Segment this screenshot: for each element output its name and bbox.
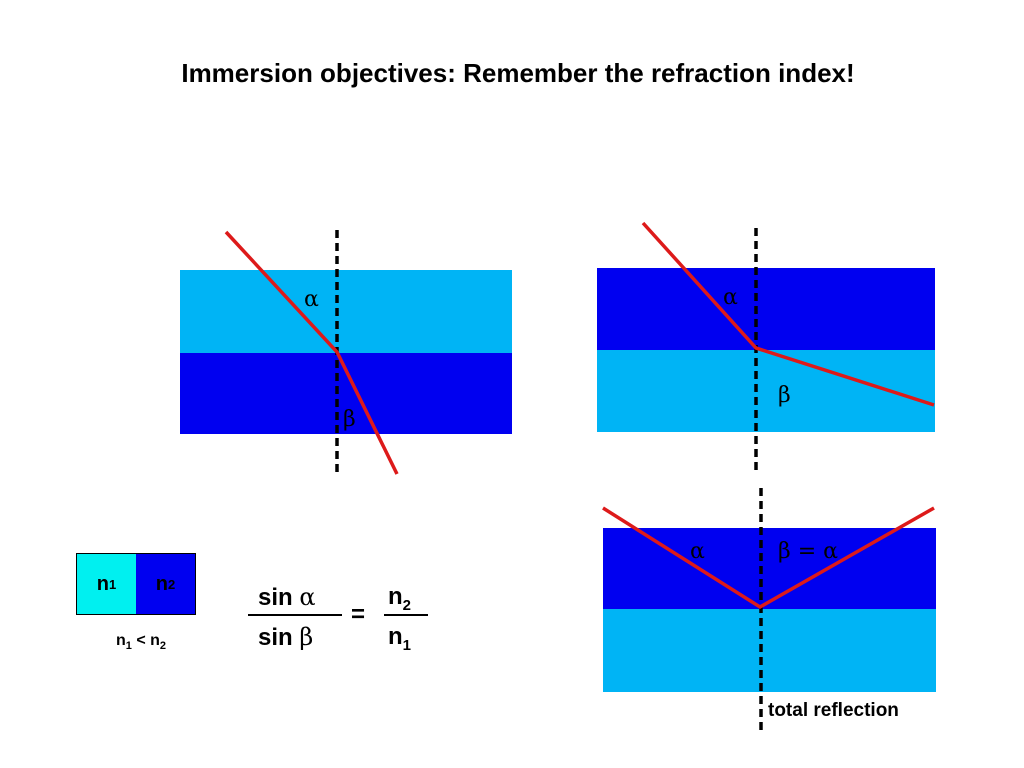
medium-lower-n1 bbox=[603, 609, 936, 692]
index-relation: n1 < n2 bbox=[86, 632, 196, 652]
angle-alpha-label: α bbox=[723, 285, 738, 310]
formula-denominator-left: sin β bbox=[258, 623, 314, 651]
formula-denominator-right: n1 bbox=[388, 623, 412, 654]
relation-left-sub: 1 bbox=[125, 640, 132, 653]
angle-alpha-label: α bbox=[304, 287, 319, 312]
page-title: Immersion objectives: Remember the refra… bbox=[181, 58, 855, 88]
formula-beta: β bbox=[299, 623, 314, 651]
light-ray bbox=[224, 230, 399, 475]
formula-alpha: α bbox=[299, 583, 316, 611]
angle-alpha-label: α bbox=[690, 539, 705, 564]
medium-upper-n2 bbox=[597, 268, 935, 350]
angle-beta-label: β bbox=[778, 383, 791, 408]
total-reflection-caption: total reflection bbox=[768, 700, 899, 721]
medium-upper-n1 bbox=[180, 270, 512, 353]
legend-n1-label: n bbox=[96, 572, 109, 595]
reflected-ray bbox=[602, 506, 935, 610]
formula-numerator-left: sin α bbox=[258, 583, 316, 611]
light-ray bbox=[641, 221, 935, 407]
formula-equals: = bbox=[351, 601, 366, 628]
panel-refraction-away-from-normal: α β bbox=[597, 221, 935, 472]
angle-beta-label: β bbox=[343, 407, 356, 432]
relation-right: n bbox=[150, 632, 160, 649]
legend-n2-label: n bbox=[155, 572, 168, 595]
relation-operator: < bbox=[131, 632, 151, 649]
fraction-bar-left bbox=[248, 614, 342, 616]
panel-refraction-toward-normal: α β bbox=[180, 230, 512, 476]
relation-right-sub: 2 bbox=[159, 640, 167, 653]
snell-law-formula: sin α sin β = n2 n1 bbox=[244, 583, 444, 663]
legend-n1-sub: 1 bbox=[108, 576, 117, 592]
formula-numerator-right: n2 bbox=[388, 583, 412, 614]
relation-left: n bbox=[115, 632, 126, 649]
medium-lower-n1 bbox=[597, 350, 935, 432]
fraction-bar-right bbox=[384, 614, 428, 616]
panel-total-reflection: α β = α bbox=[602, 488, 936, 732]
angle-beta-equals-alpha-label: β = α bbox=[778, 539, 838, 564]
legend-n2-sub: 2 bbox=[167, 576, 176, 592]
